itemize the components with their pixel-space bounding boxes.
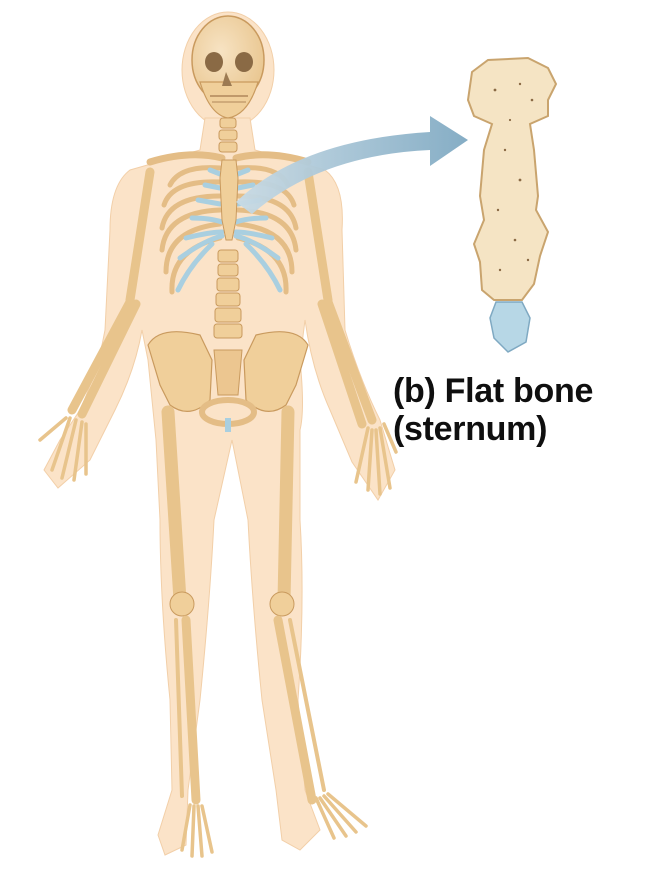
foot-bones [182, 794, 366, 856]
caption-line-2: (sternum) [393, 410, 593, 448]
figure-caption: (b) Flat bone (sternum) [393, 372, 593, 448]
sternum-bone-icon [468, 58, 556, 352]
caption-line-1: (b) Flat bone [393, 372, 593, 410]
